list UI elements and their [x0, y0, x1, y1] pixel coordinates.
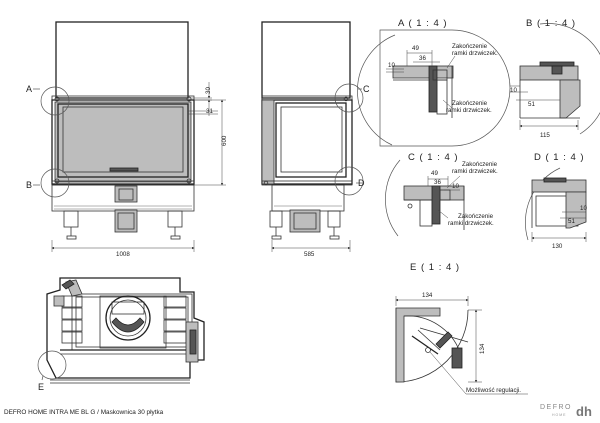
callout-label-a: A [26, 84, 32, 94]
detail-d-dim-130: 130 [552, 243, 563, 250]
detail-b-dim-10: 10 [510, 87, 517, 94]
dim-31: 31 [206, 108, 213, 115]
detail-a-title: A ( 1 : 4 ) [398, 18, 448, 29]
callout-label-e: E [38, 382, 44, 392]
detail-a-note-1: Zakończenie ramki drzwiczek. [452, 43, 498, 57]
callout-label-b: B [26, 180, 32, 190]
detail-d-labels: D ( 1 : 4 ) 10 51 130 [534, 152, 587, 250]
detail-e-labels: E ( 1 : 4 ) 134 134 Możliwość regulacji. [410, 262, 521, 394]
dim-600: 600 [221, 135, 228, 146]
detail-e-note: Możliwość regulacji. [466, 387, 521, 394]
callout-label-d: D [358, 178, 365, 188]
front-view [33, 21, 226, 252]
detail-b-dim-115: 115 [540, 132, 550, 139]
detail-a-dim-36: 36 [419, 55, 426, 62]
detail-c-note-2: Zakończenie ramki drzwiczek. [448, 213, 495, 227]
detail-b-dim-51: 51 [528, 101, 535, 108]
detail-d-title: D ( 1 : 4 ) [534, 152, 585, 163]
detail-a-dim-10: 10 [388, 62, 395, 69]
detail-a-labels: A ( 1 : 4 ) 49 36 10 Zakończenie ramki d… [388, 18, 498, 114]
detail-e-dim-top: 134 [422, 292, 433, 299]
left-bricks [61, 295, 83, 344]
detail-b [510, 23, 600, 135]
logo-text: DEFRO [540, 404, 572, 411]
detail-c-title: C ( 1 : 4 ) [408, 152, 459, 163]
detail-b-labels: B ( 1 : 4 ) 10 51 115 [510, 18, 576, 139]
footer: DEFRO HOME INTRA ME BL G / Maskownica 30… [4, 404, 592, 419]
detail-d [525, 167, 587, 242]
defro-logo: DEFRO HOME dh [540, 404, 592, 419]
front-labels: 1008 600 30 31 A B [26, 84, 228, 258]
detail-b-title: B ( 1 : 4 ) [526, 18, 576, 29]
detail-e-title: E ( 1 : 4 ) [410, 262, 460, 273]
logo-subtext: HOME [552, 413, 567, 417]
detail-c-dim-49: 49 [431, 170, 438, 177]
detail-d-dim-10: 10 [580, 205, 587, 212]
detail-c-dim-36: 36 [434, 179, 441, 186]
detail-c-dim-10: 10 [452, 183, 459, 190]
detail-e [395, 296, 528, 395]
footer-caption: DEFRO HOME INTRA ME BL G / Maskownica 30… [4, 409, 164, 416]
detail-c-labels: C ( 1 : 4 ) 49 36 10 Zakończenie ramki d… [408, 152, 499, 227]
dim-1008: 1008 [116, 251, 130, 258]
detail-d-dim-51: 51 [568, 218, 575, 225]
detail-c-note-1: Zakończenie ramki drzwiczek. [452, 161, 499, 175]
top-view [37, 277, 205, 384]
side-view [261, 21, 364, 252]
detail-a [357, 29, 511, 147]
right-bricks [163, 295, 187, 344]
callout-label-c: C [363, 84, 370, 94]
detail-e-dim-right: 134 [479, 343, 486, 354]
logo-mark-icon: dh [576, 404, 592, 419]
top-labels: E [38, 382, 44, 392]
side-labels: 585 C D [304, 84, 370, 258]
detail-c [385, 159, 465, 237]
detail-a-dim-49: 49 [412, 45, 419, 52]
dim-30: 30 [205, 87, 212, 94]
detail-a-note-2: Zakończenie ramki drzwiczek. [446, 100, 492, 114]
dim-585: 585 [304, 251, 315, 258]
